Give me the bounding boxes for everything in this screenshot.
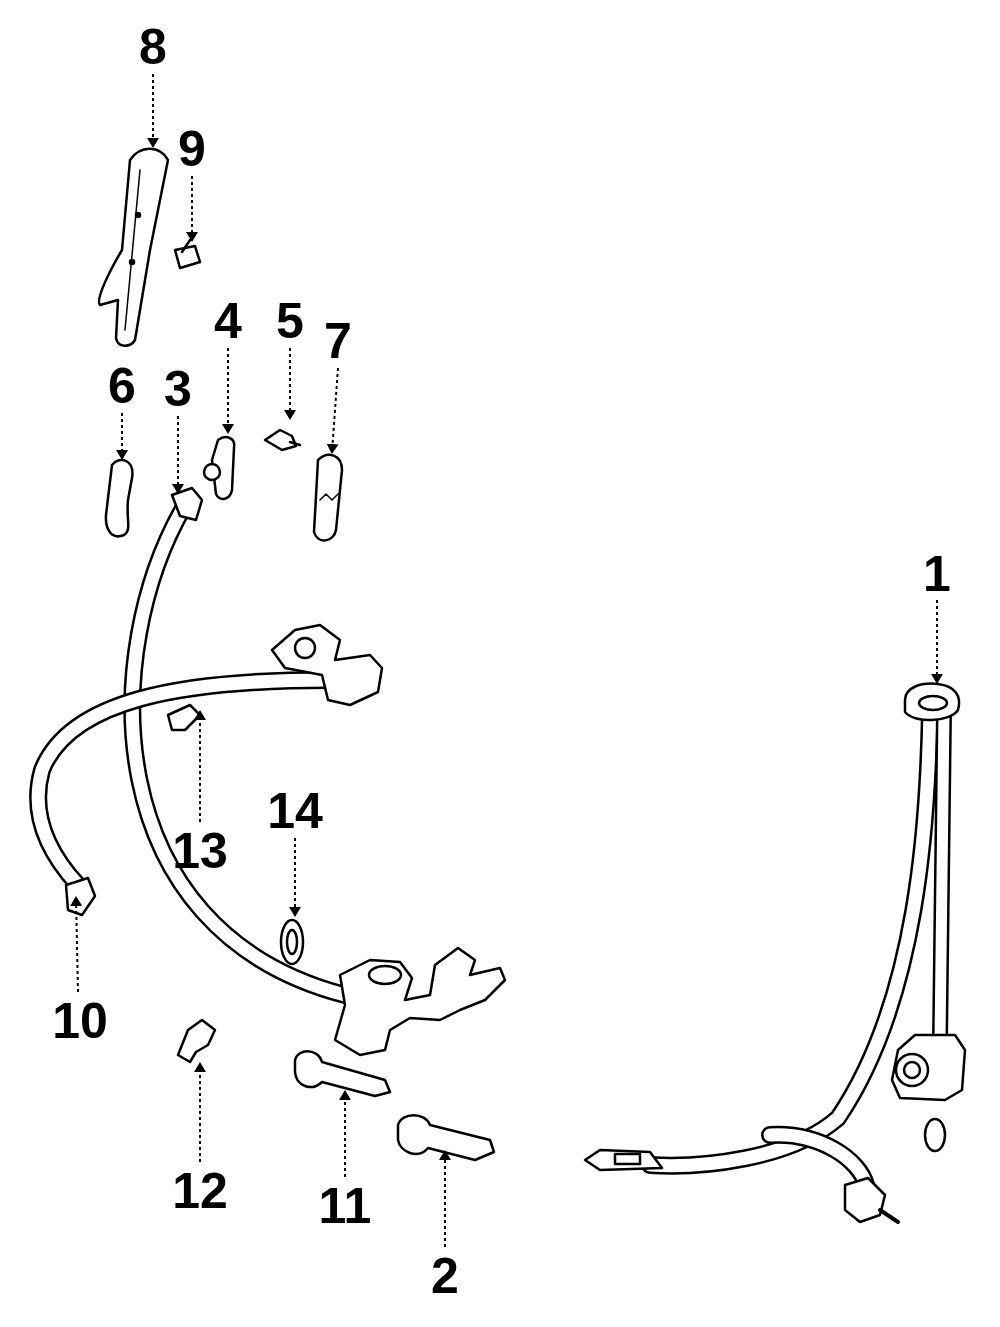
leader-lines bbox=[76, 74, 937, 1247]
callout-number: 10 bbox=[52, 996, 108, 1046]
callout-number: 8 bbox=[139, 22, 167, 72]
callout-number: 6 bbox=[108, 361, 136, 411]
callout-number: 5 bbox=[276, 296, 304, 346]
callout-number: 13 bbox=[172, 826, 228, 876]
callout-number: 2 bbox=[431, 1251, 459, 1301]
callout-number: 9 bbox=[178, 124, 206, 174]
callout-number: 14 bbox=[267, 786, 323, 836]
callout-number: 4 bbox=[214, 296, 242, 346]
callout-number: 1 bbox=[923, 549, 951, 599]
callout-number: 12 bbox=[172, 1166, 228, 1216]
callout-number: 3 bbox=[164, 364, 192, 414]
callout-number: 11 bbox=[319, 1181, 372, 1231]
callout-number: 7 bbox=[324, 316, 352, 366]
